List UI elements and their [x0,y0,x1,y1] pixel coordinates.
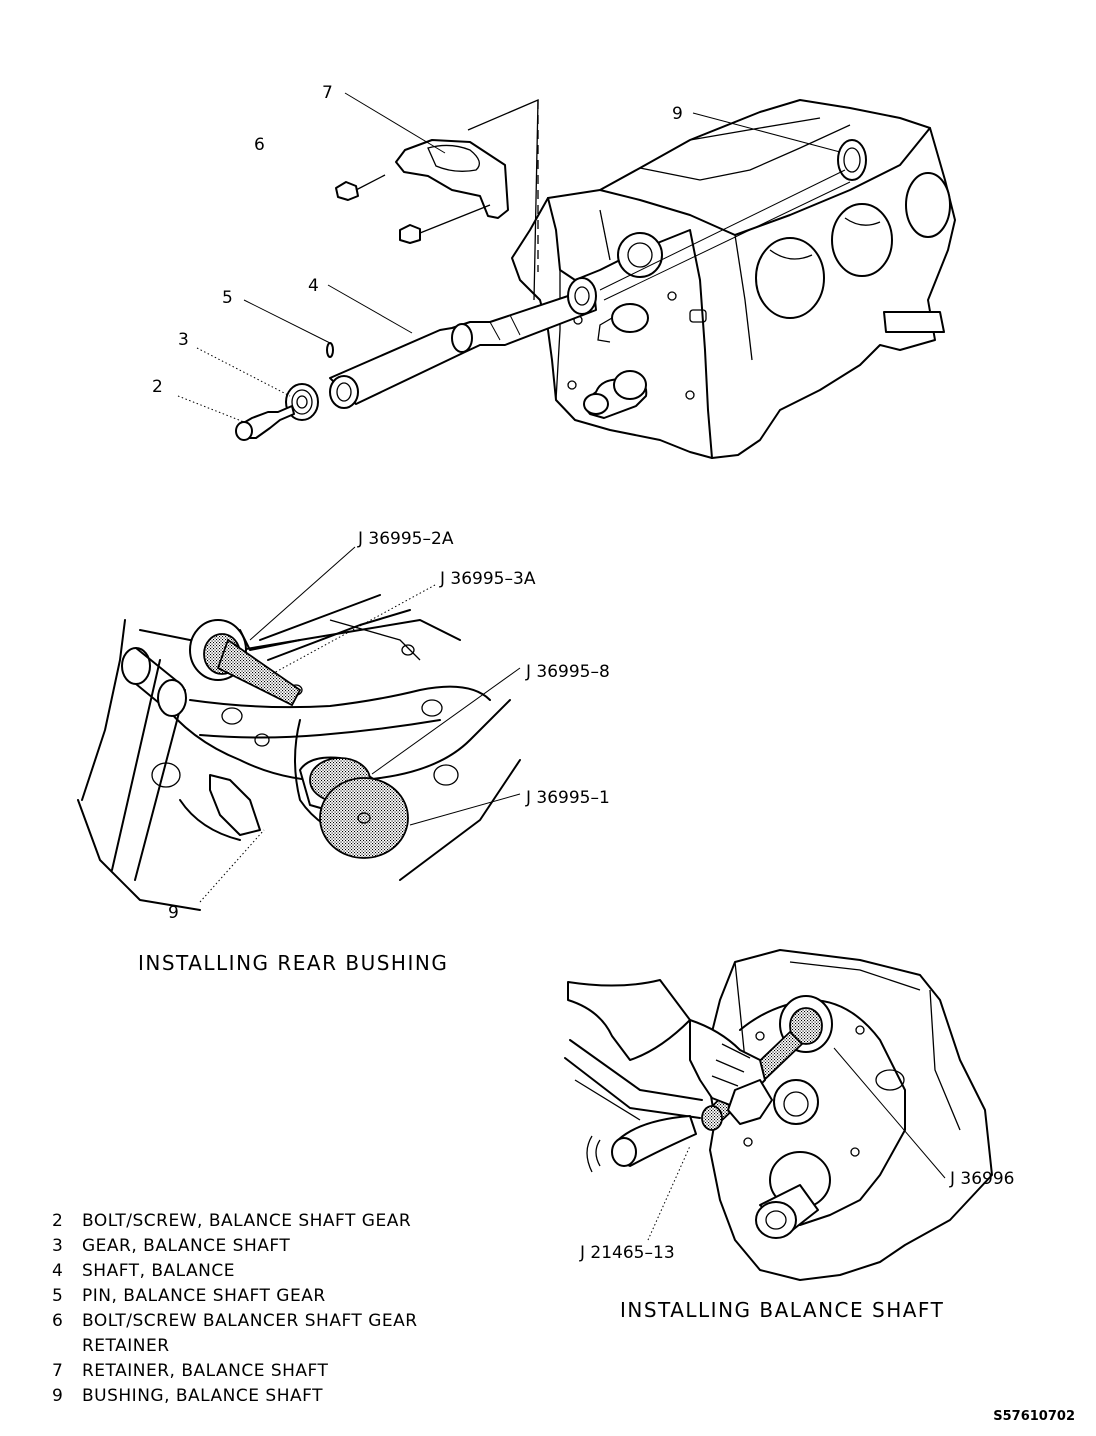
parts-legend: 2 BOLT/SCREW, BALANCE SHAFT GEAR 3 GEAR,… [52,1211,418,1406]
callout-6: 6 [254,135,265,155]
balance-shaft-drawing [329,277,597,409]
tool-label-j36995-3a: J 36995–3A [439,569,536,589]
legend-text: RETAINER [82,1336,170,1356]
tool-label-j36996: J 36996 [949,1169,1015,1189]
legend-text: BUSHING, BALANCE SHAFT [82,1386,323,1406]
tool-label-j36995-1: J 36995–1 [525,788,610,808]
callout-7: 7 [322,83,333,103]
gear-bolt-drawing [235,405,295,441]
legend-text: BOLT/SCREW BALANCER SHAFT GEAR [82,1311,418,1331]
gear-pin-drawing [326,342,334,358]
legend-text: RETAINER, BALANCE SHAFT [82,1361,329,1381]
callout-3: 3 [178,330,189,350]
legend-num: 4 [52,1261,63,1281]
caption-installing-rear-bushing: INSTALLING REAR BUSHING [138,951,448,975]
tool-label-j21465-13: J 21465–13 [579,1243,675,1263]
figure-id: S57610702 [993,1409,1075,1424]
caption-installing-balance-shaft: INSTALLING BALANCE SHAFT [620,1298,944,1322]
legend-num: 5 [52,1286,63,1306]
legend-text: SHAFT, BALANCE [82,1261,235,1281]
legend-text: BOLT/SCREW, BALANCE SHAFT GEAR [82,1211,411,1231]
balance-shaft-install-illustration [564,949,993,1281]
tool-label-j36995-8: J 36995–8 [525,662,610,682]
callout-2: 2 [152,377,163,397]
legend-num: 7 [52,1361,63,1381]
retainer-bolts-drawing [335,174,491,244]
legend-num: 9 [52,1386,63,1406]
shaft-retainer-drawing [395,139,509,219]
rear-bushing-illustration [77,594,521,911]
legend-text: PIN, BALANCE SHAFT GEAR [82,1286,326,1306]
legend-num: 6 [52,1311,63,1331]
callout-4: 4 [308,276,319,296]
callout-9: 9 [672,104,683,124]
engine-block-drawing [511,99,956,459]
legend-text: GEAR, BALANCE SHAFT [82,1236,290,1256]
legend-num: 3 [52,1236,63,1256]
callout-5: 5 [222,288,233,308]
legend-num: 2 [52,1211,63,1231]
callout-9-rear: 9 [168,903,179,923]
exploded-view-illustration [177,92,956,459]
tool-label-j36995-2a: J 36995–2A [357,529,454,549]
